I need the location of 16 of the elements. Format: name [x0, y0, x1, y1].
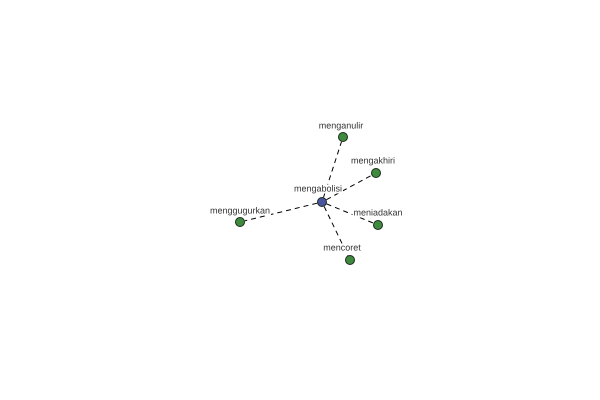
node-label: mencoret: [322, 244, 362, 252]
node-circle: [371, 168, 381, 178]
dashed-connector: [244, 202, 318, 222]
node-label: menganulir: [318, 122, 364, 130]
node-label: mengakhiri: [350, 156, 396, 166]
node-circle: [345, 255, 355, 265]
hub-circle: [317, 197, 327, 207]
dashed-connector: [326, 174, 372, 200]
dashed-connector: [323, 141, 342, 198]
node-circle: [235, 217, 245, 227]
node-label: mengabolisi: [292, 184, 344, 194]
dashed-connector: [326, 203, 374, 224]
node-circle: [338, 132, 348, 142]
node-circle: [373, 220, 383, 230]
node-label: menggugurkan: [208, 206, 272, 216]
node-label: meniadakan: [352, 208, 404, 218]
